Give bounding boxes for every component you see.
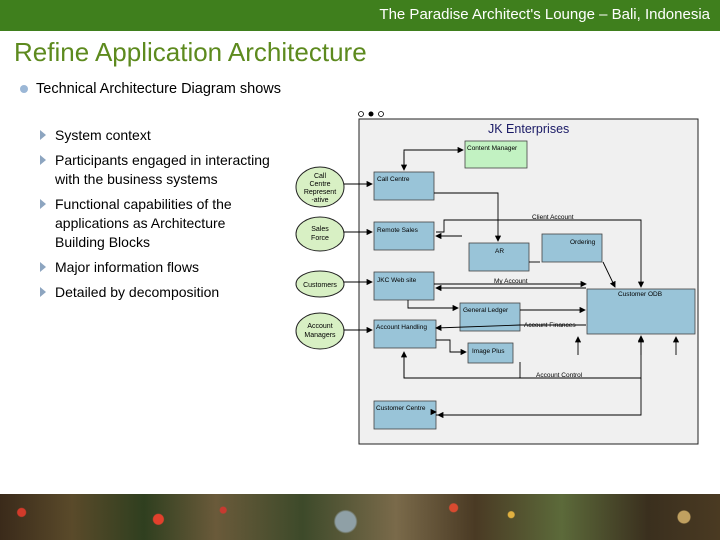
svg-text:Centre: Centre [309, 181, 330, 188]
box-call-centre: Call Centre [373, 171, 435, 201]
flow-label-account-finances: Account Finances [524, 322, 576, 329]
svg-text:Customers: Customers [303, 282, 337, 289]
svg-text:Call Centre: Call Centre [377, 176, 410, 183]
svg-text:Sales: Sales [311, 226, 329, 233]
box-image-plus: Image Plus [467, 342, 514, 364]
sub-bullet-item: Detailed by decomposition [40, 283, 270, 302]
sub-bullet-item: Participants engaged in interacting with… [40, 151, 270, 189]
flow-label-client-account: Client Account [532, 214, 574, 221]
sub-bullet-text: Major information flows [55, 259, 199, 275]
svg-text:Call: Call [314, 173, 327, 180]
diagram-dot-icon [368, 111, 374, 117]
garden-image [0, 494, 720, 540]
bullet-dot-icon [20, 85, 28, 93]
actor-sales-force: Sales Force [295, 216, 345, 252]
bottom-photo-banner [0, 494, 720, 540]
diagram-dot-icon [378, 111, 384, 117]
bullet-triangle-icon [40, 130, 46, 140]
main-bullet-text: Technical Architecture Diagram shows [36, 81, 281, 97]
svg-text:AR: AR [495, 248, 504, 255]
svg-text:Represent: Represent [304, 189, 336, 196]
flow-label-account-control: Account Control [536, 372, 583, 379]
svg-text:Force: Force [311, 235, 329, 242]
svg-text:General Ledger: General Ledger [463, 307, 509, 314]
sub-bullet-list: System context Participants engaged in i… [40, 126, 270, 308]
box-content-manager: Content Manager [464, 140, 528, 169]
bullet-triangle-icon [40, 199, 46, 209]
svg-text:Account: Account [307, 323, 332, 330]
header-title: The Paradise Architect's Lounge – Bali, … [379, 6, 710, 23]
bullet-triangle-icon [40, 287, 46, 297]
svg-text:Managers: Managers [304, 332, 336, 339]
svg-text:Ordering: Ordering [570, 239, 596, 246]
flow-lines [344, 146, 680, 419]
svg-text:JKC Web site: JKC Web site [377, 277, 417, 284]
box-jkc-website: JKC Web site [373, 271, 435, 301]
box-customer-centre: Customer Centre [373, 400, 437, 430]
header-bar: The Paradise Architect's Lounge – Bali, … [0, 0, 720, 31]
bullet-triangle-icon [40, 262, 46, 272]
box-account-handling: Account Handling [373, 319, 437, 349]
architecture-diagram: JK Enterprises Call Centre Represent -at… [295, 111, 699, 445]
svg-text:Customer Centre: Customer Centre [376, 405, 426, 412]
svg-text:Customer ODB: Customer ODB [618, 291, 662, 298]
sub-bullet-item: System context [40, 126, 270, 145]
diagram-dot-icon [358, 111, 364, 117]
slide-title: Refine Application Architecture [14, 37, 367, 67]
enterprise-label: JK Enterprises [488, 122, 569, 136]
svg-text:Account Handling: Account Handling [376, 324, 427, 331]
actor-customers: Customers [295, 270, 345, 298]
sub-bullet-text: Detailed by decomposition [55, 284, 220, 300]
flow-label-my-account: My Account [494, 278, 528, 285]
box-general-ledger: General Ledger [459, 302, 521, 332]
sub-bullet-item: Functional capabilities of the applicati… [40, 195, 270, 252]
sub-bullet-text: Functional capabilities of the applicati… [55, 196, 232, 250]
box-remote-sales: Remote Sales [373, 221, 435, 251]
bullet-triangle-icon [40, 155, 46, 165]
box-customer-odb: Customer ODB [586, 288, 696, 335]
actor-call-centre: Call Centre Represent -ative [295, 166, 345, 208]
svg-text:Remote Sales: Remote Sales [377, 227, 419, 234]
svg-text:Image Plus: Image Plus [472, 348, 505, 355]
sub-bullet-item: Major information flows [40, 258, 270, 277]
box-ar: AR [468, 242, 530, 272]
svg-text:-ative: -ative [311, 197, 328, 204]
box-ordering: Ordering [541, 233, 603, 263]
actor-account-managers: Account Managers [295, 312, 345, 350]
main-bullet: Technical Architecture Diagram shows [20, 80, 290, 99]
sub-bullet-text: Participants engaged in interacting with… [55, 152, 270, 187]
sub-bullet-text: System context [55, 127, 151, 143]
svg-text:Content Manager: Content Manager [467, 145, 518, 152]
